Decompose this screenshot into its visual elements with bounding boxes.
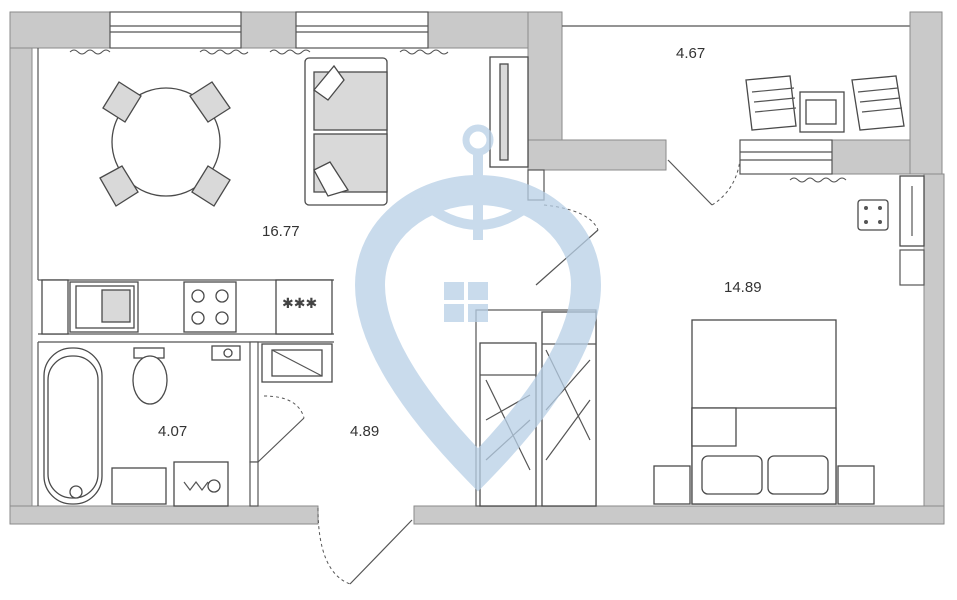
wall-niche [899,249,925,286]
anchor-house-icon [354,124,602,492]
balcony-window [739,139,833,175]
wall-top-left [9,11,111,49]
wall-top-middle [240,11,297,49]
hallway-cabinet [261,343,333,383]
chair-icon [99,81,231,207]
walls [9,11,945,525]
wall-balcony-right [909,11,943,175]
curtains [69,49,847,183]
stove-icon [183,281,237,333]
window-top-2 [295,11,429,49]
wall-right [923,173,945,507]
room-area-hallway: 4.89 [350,423,379,440]
room-area-balcony: 4.67 [676,45,705,62]
tv [489,56,529,168]
wall-bottom-right [413,505,945,525]
window-top-1 [109,11,242,49]
kitchen: ✱✱✱ [41,279,333,335]
dining-table [99,81,231,207]
wall-balcony-bottom-left [527,139,667,171]
washbasin-icon [111,467,167,505]
bathroom-wall-lower [249,461,259,507]
bedroom-cabinet [857,175,925,247]
wall-left [9,47,33,507]
bathroom-wall [249,341,259,463]
room-area-bathroom: 4.07 [158,423,187,440]
svg-text:✱✱✱: ✱✱✱ [282,296,317,312]
room-area-bedroom: 14.89 [724,279,762,296]
wall-bottom-left [9,505,319,525]
bathroom-fixtures [43,345,241,507]
sofa [304,57,388,206]
bed [653,319,875,505]
room-area-kitchen-living: 16.77 [262,223,300,240]
balcony-furniture [745,75,905,133]
hob-icon [275,279,333,335]
